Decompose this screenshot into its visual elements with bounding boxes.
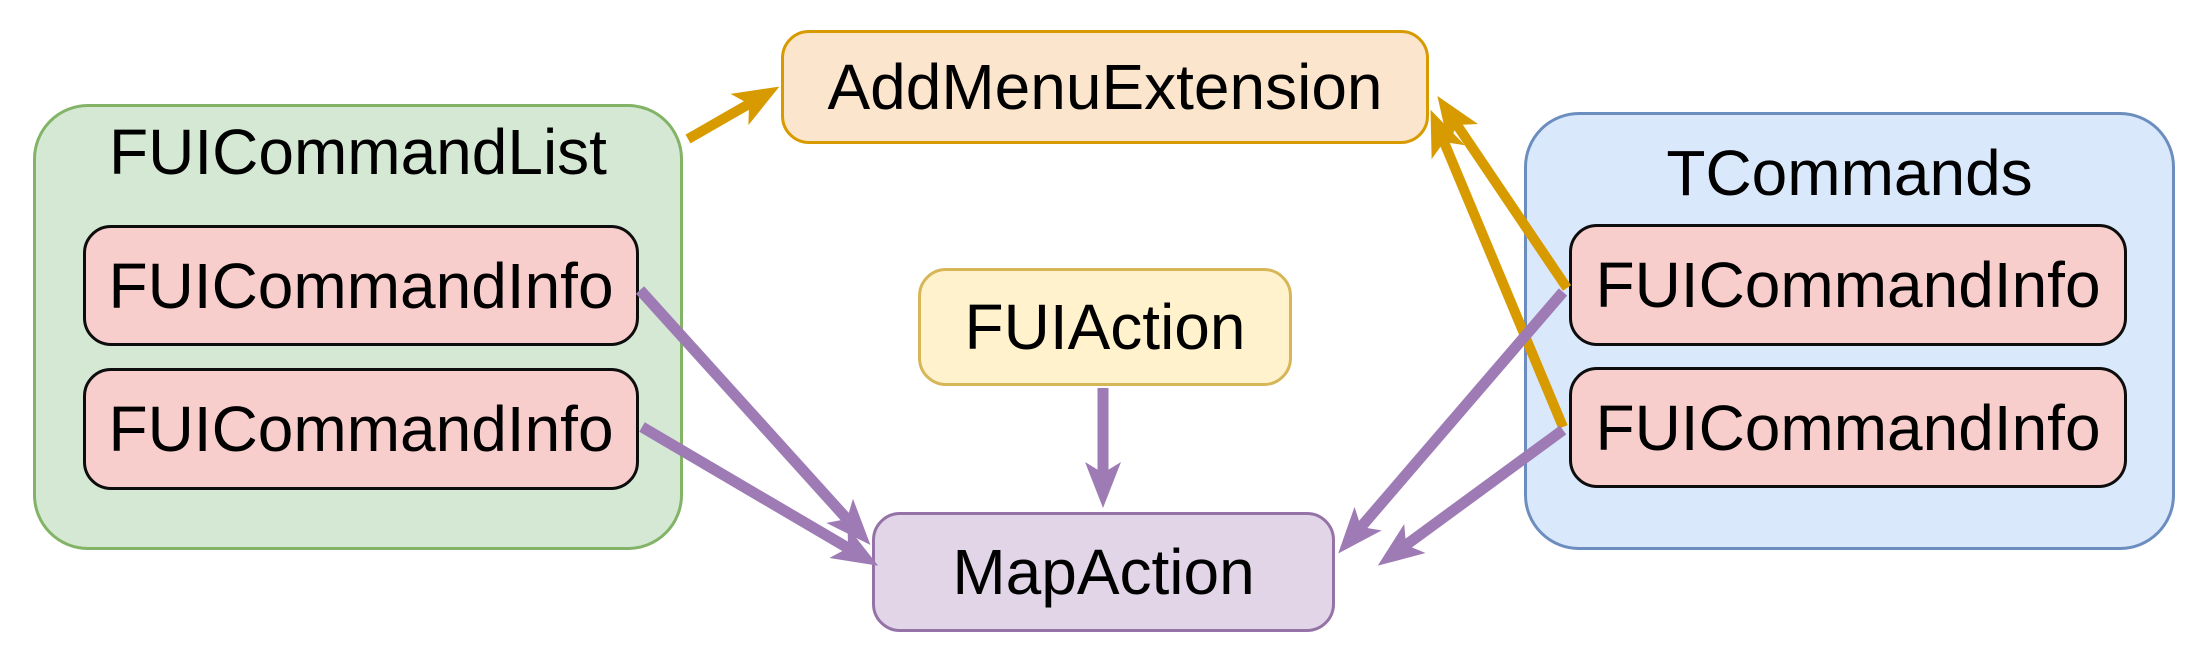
node-fui-command-info-right-2: FUICommandInfo — [1569, 367, 2127, 488]
node-map-action: MapAction — [872, 512, 1335, 632]
node-fui-command-info-left-2-label: FUICommandInfo — [108, 393, 614, 465]
node-tcommands-label: TCommands — [1666, 137, 2033, 209]
node-fui-action-label: FUIAction — [964, 291, 1246, 363]
node-add-menu-extension-label: AddMenuExtension — [827, 51, 1383, 123]
node-fui-command-list-label: FUICommandList — [109, 116, 607, 188]
node-add-menu-extension: AddMenuExtension — [781, 30, 1429, 144]
node-fui-command-info-left-2: FUICommandInfo — [83, 368, 639, 490]
node-map-action-label: MapAction — [952, 536, 1255, 608]
node-fui-action: FUIAction — [918, 268, 1292, 386]
node-fui-command-info-right-1-label: FUICommandInfo — [1595, 249, 2101, 321]
node-fui-command-info-right-1: FUICommandInfo — [1569, 224, 2127, 346]
node-fui-command-info-left-1: FUICommandInfo — [83, 225, 639, 346]
node-fui-command-info-left-1-label: FUICommandInfo — [108, 249, 614, 322]
node-fui-command-info-right-2-label: FUICommandInfo — [1595, 391, 2101, 464]
arrow-commandlist-to-addmenuextension — [685, 86, 780, 144]
